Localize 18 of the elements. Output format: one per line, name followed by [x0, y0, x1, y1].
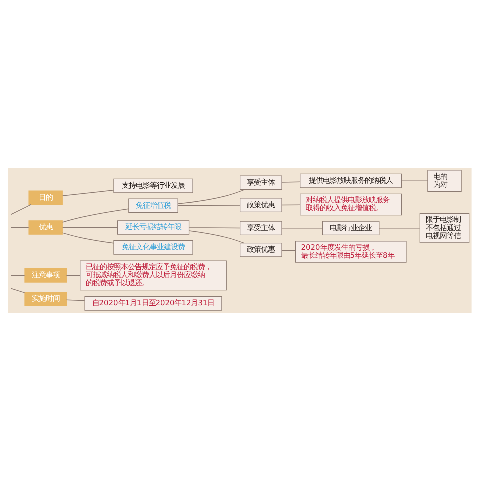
connector — [189, 227, 241, 228]
connector — [189, 230, 244, 244]
connector — [62, 226, 118, 228]
connector — [178, 204, 241, 206]
connector — [282, 204, 301, 206]
connector — [282, 181, 301, 182]
connector — [11, 274, 26, 276]
connector — [282, 250, 296, 251]
connector — [66, 274, 81, 276]
connector — [11, 288, 26, 293]
connector — [62, 232, 114, 244]
connector — [11, 226, 30, 228]
connector — [11, 204, 32, 214]
connector — [66, 299, 86, 301]
connector — [62, 190, 114, 196]
connector — [62, 208, 130, 222]
connector — [178, 188, 246, 204]
connector — [402, 180, 428, 181]
